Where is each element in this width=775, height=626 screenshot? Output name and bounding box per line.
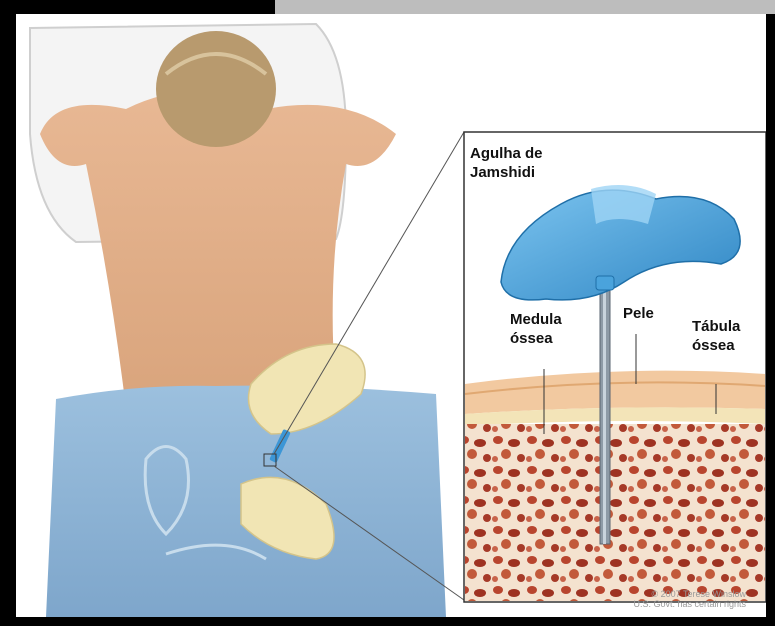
- label-needle-line2: Jamshidi: [470, 163, 543, 182]
- bone-marrow-region: [465, 424, 765, 601]
- label-skin-text: Pele: [623, 304, 654, 323]
- label-marrow-line1: Medula: [510, 310, 562, 329]
- copyright-line2: U.S. Govt. has certain rights: [633, 599, 746, 609]
- top-border-strip: [275, 0, 775, 14]
- label-table-line1: Tábula: [692, 317, 740, 336]
- label-marrow-line2: óssea: [510, 329, 562, 348]
- patient-head: [156, 31, 276, 147]
- label-needle-line1: Agulha de: [470, 144, 543, 163]
- label-table-line2: óssea: [692, 336, 740, 355]
- label-marrow: Medula óssea: [510, 310, 562, 348]
- copyright-notice: © 2007 Terese Winslow U.S. Govt. has cer…: [633, 589, 746, 609]
- label-skin: Pele: [623, 304, 654, 323]
- label-table: Tábula óssea: [692, 317, 740, 355]
- illustration-panel: Agulha de Jamshidi Medula óssea Pele Táb…: [16, 14, 766, 617]
- copyright-line1: © 2007 Terese Winslow: [633, 589, 746, 599]
- label-needle: Agulha de Jamshidi: [470, 144, 543, 182]
